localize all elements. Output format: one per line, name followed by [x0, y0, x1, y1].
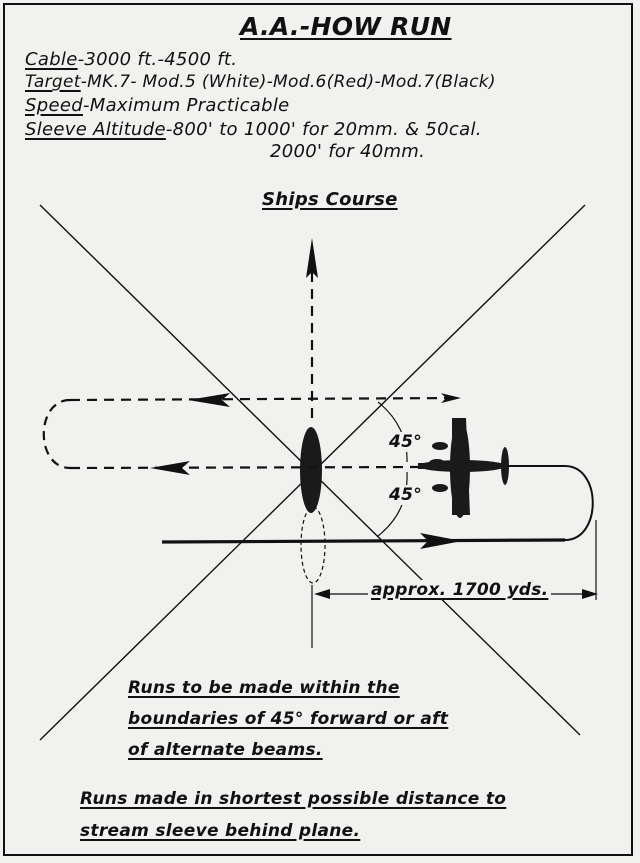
speed-line: Speed-Maximum Practicable [25, 95, 290, 116]
note-line-1: Runs to be made within the [128, 678, 400, 698]
run-arrowhead-solid [420, 533, 462, 549]
ship-course-arrowhead [306, 238, 318, 278]
angle-arc-aft [377, 471, 408, 537]
note-line-5: stream sleeve behind plane. [80, 821, 361, 841]
speed-label: Speed [25, 95, 83, 116]
ship-ghost-icon [300, 506, 326, 584]
angle-label-aft: 45° [388, 485, 424, 505]
run-arrowhead-lower [150, 461, 190, 475]
distance-label: approx. 1700 yds. [368, 580, 552, 600]
note-line-2: boundaries of 45° forward or aft [128, 709, 449, 729]
ship-icon [300, 427, 322, 513]
target-line: Target-MK.7- Mod.5 (White)-Mod.6(Red)-Mo… [25, 72, 496, 92]
note-line-4: Runs made in shortest possible distance … [80, 789, 507, 809]
speed-value: -Maximum Practicable [82, 95, 290, 116]
plane-loop-path [505, 465, 594, 541]
run-line-lower [69, 465, 421, 470]
page-title: A.A.-HOW RUN [240, 12, 452, 41]
run-line-solid [161, 538, 566, 544]
angle-arc-forward [377, 401, 408, 463]
note-line-3: of alternate beams. [128, 740, 323, 760]
cable-value: -3000 ft.-4500 ft. [77, 49, 238, 70]
target-label: Target [25, 72, 81, 92]
run-line-upper [69, 393, 461, 404]
ships-course-label: Ships Course [262, 189, 398, 210]
run-arrowhead-upper [188, 393, 230, 407]
angle-label-forward: 45° [388, 432, 424, 452]
page-border [3, 3, 633, 856]
sleeve-line-2: 2000' for 40mm. [270, 141, 426, 162]
dimension-arrow-left [314, 589, 330, 599]
sleeve-value: -800' to 1000' for 20mm. & 50cal. [165, 119, 482, 140]
run-loop-left [42, 398, 71, 470]
target-value: -MK.7- Mod.5 (White)-Mod.6(Red)-Mod.7(Bl… [80, 72, 496, 92]
cable-line: Cable-3000 ft.-4500 ft. [25, 49, 237, 70]
sleeve-label: Sleeve Altitude [25, 119, 166, 140]
cable-label: Cable [25, 49, 78, 70]
dimension-arrow-right [582, 589, 598, 599]
sleeve-line: Sleeve Altitude-800' to 1000' for 20mm. … [25, 119, 482, 140]
airplane-icon [418, 418, 509, 518]
